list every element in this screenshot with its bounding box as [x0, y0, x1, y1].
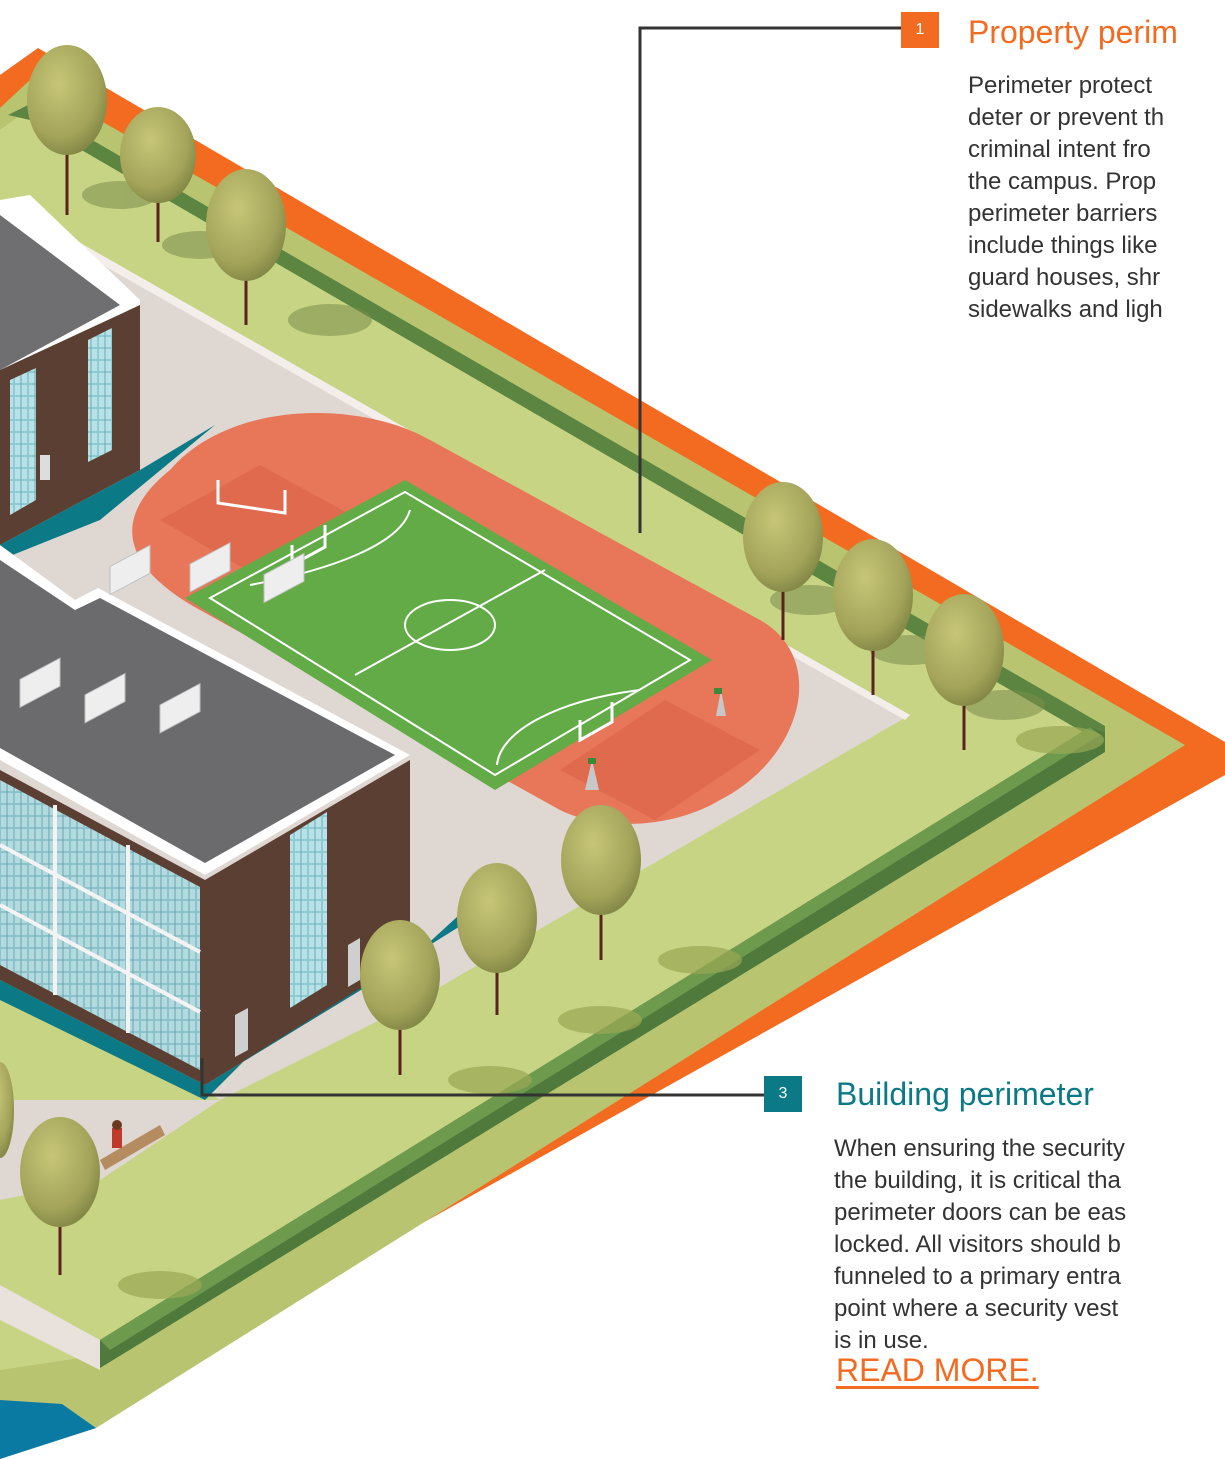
callout-title: Building perimeter [836, 1076, 1094, 1112]
description-line: is in use. [834, 1327, 929, 1354]
callout-title: Property perim [968, 14, 1178, 50]
description-line: Perimeter protect [968, 72, 1153, 99]
description-line: point where a security vest [834, 1295, 1119, 1322]
bench [100, 1120, 165, 1170]
description-line: perimeter barriers [968, 200, 1158, 227]
callout-description: When ensuring the security the building,… [834, 1133, 1126, 1357]
callout-number-badge: 1 [901, 12, 939, 48]
callout-description: Perimeter protect deter or prevent th cr… [968, 70, 1164, 326]
rear-building [0, 195, 215, 560]
description-line: locked. All visitors should b [834, 1231, 1121, 1258]
description-line: guard houses, shr [968, 264, 1161, 291]
description-line: deter or prevent th [968, 104, 1165, 131]
callout-number-badge: 3 [764, 1076, 802, 1112]
description-line: perimeter doors can be eas [834, 1199, 1127, 1226]
sports-field [132, 412, 800, 824]
description-line: funneled to a primary entra [834, 1263, 1121, 1290]
front-wall [0, 1285, 100, 1370]
description-line: the campus. Prop [968, 168, 1157, 195]
callout-leader-lines [200, 26, 903, 1097]
description-line: sidewalks and ligh [968, 296, 1163, 323]
read-more-link[interactable]: READ MORE. [836, 1352, 1039, 1388]
description-line: the building, it is critical tha [834, 1167, 1121, 1194]
trees [0, 45, 1045, 1275]
description-line: include things like [968, 232, 1158, 259]
description-line: criminal intent fro [968, 136, 1151, 163]
school-building [0, 541, 470, 1100]
description-line: When ensuring the security [834, 1135, 1125, 1162]
